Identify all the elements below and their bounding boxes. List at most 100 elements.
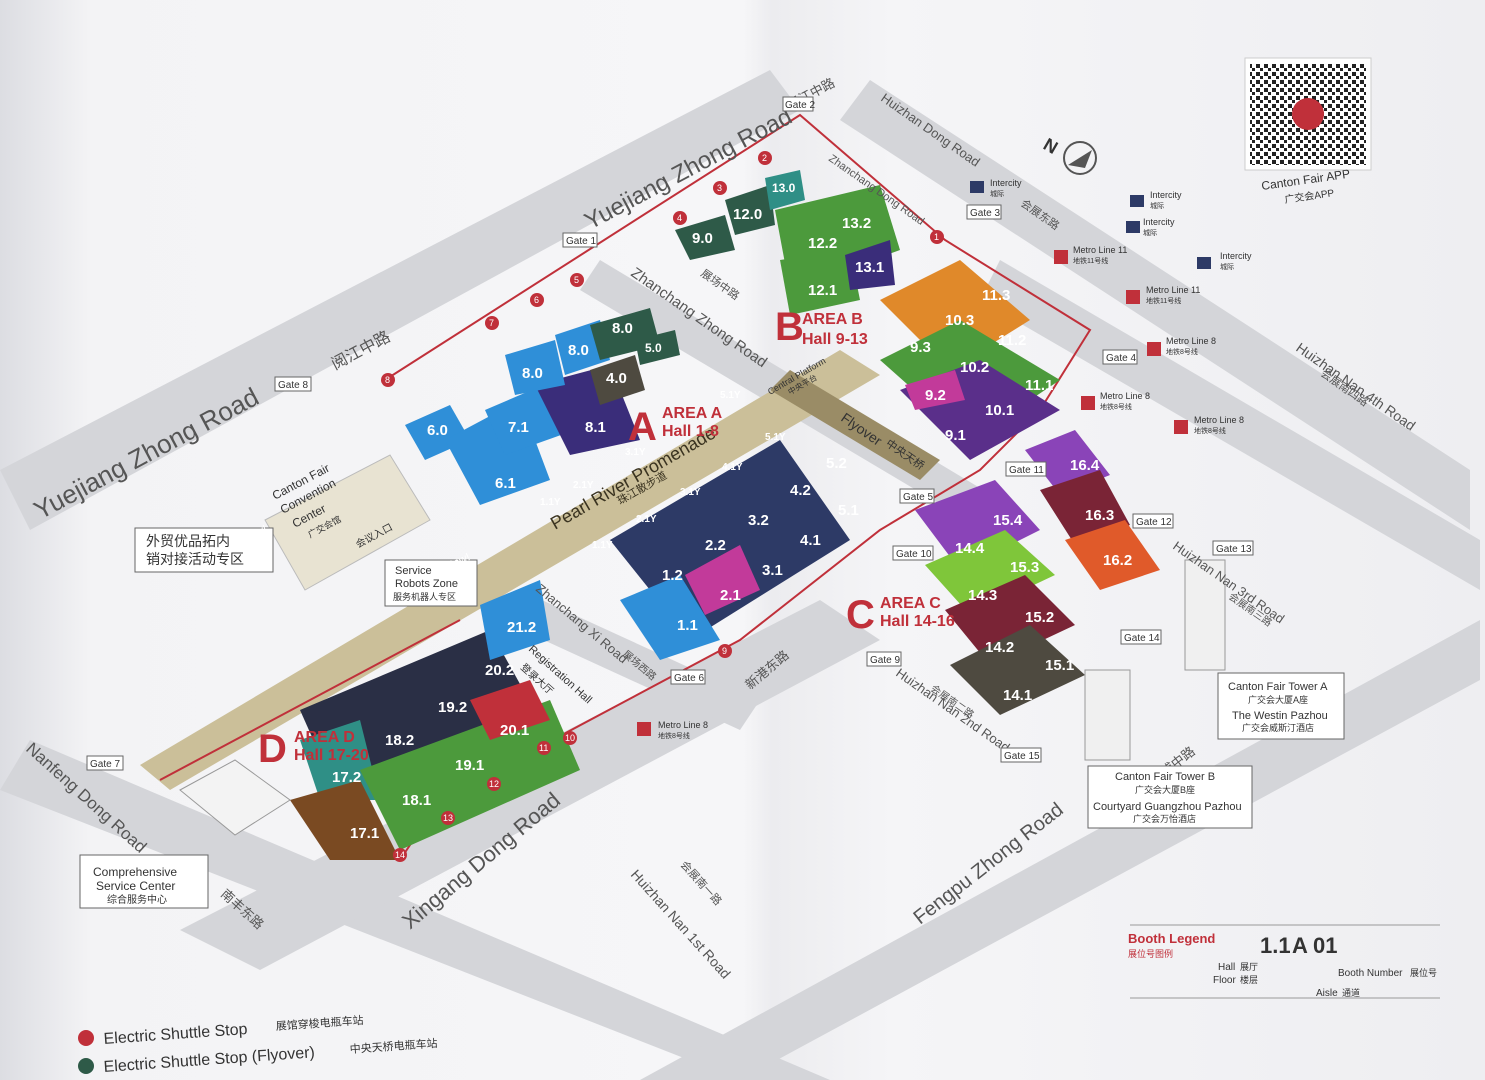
hall-label: 2.1Y: [636, 514, 657, 525]
tower-a-cn: 广交会大厦A座: [1248, 694, 1308, 705]
service-center-building: [179, 759, 291, 836]
train-icon: [1130, 195, 1144, 207]
shuttle-stop: 5: [574, 275, 579, 285]
legend-aisle: Aisle: [1316, 988, 1338, 999]
hall-16-2: [1065, 520, 1160, 590]
hall-label: 5.1Y: [765, 432, 786, 443]
hall-label: 13.0: [772, 181, 796, 195]
gate-4: Gate 4: [1106, 353, 1136, 364]
hall-label: 1.1: [677, 617, 698, 634]
hall-label: 12.1: [808, 282, 837, 299]
transit-metro11-1: Metro Line 11: [1073, 245, 1127, 255]
transit-metro8-1: Metro Line 8: [1166, 336, 1216, 346]
app-en: Canton Fair APP: [1260, 167, 1350, 193]
hall-label: 3.1Y: [680, 487, 701, 498]
transit-intercity-3: Intercity: [1143, 217, 1175, 227]
hall-label: 8.1: [585, 419, 606, 436]
area-a-name: AREA A: [662, 405, 723, 422]
qr-code: [1244, 57, 1372, 171]
booth-code-aisle: A: [1292, 933, 1308, 958]
shuttle-stop: 4: [677, 213, 682, 223]
hall-label: 6.0: [427, 422, 448, 439]
hall-label: 9.2: [925, 387, 946, 404]
hall-label: 20.1: [500, 722, 529, 739]
train-icon: [1126, 221, 1140, 233]
transit-labels: Intercity 城际 Intercity 城际 Intercity 城际 I…: [637, 178, 1252, 740]
robots-en-1: Service: [395, 565, 432, 577]
gate-10: Gate 10: [896, 549, 932, 560]
shuttle-stop: 3: [717, 183, 722, 193]
legend-floor-cn: 楼层: [1240, 974, 1258, 985]
shuttle-stop: 14: [395, 850, 405, 860]
transit-intercity-cn-3: 城际: [1143, 228, 1157, 237]
service-center-en-2: Service Center: [96, 879, 175, 893]
hall-label: 10.1: [985, 402, 1014, 419]
hall-label: 15.3: [1010, 559, 1039, 576]
hall-label: 16.4: [1070, 457, 1100, 474]
transit-metro8-2: Metro Line 8: [1100, 391, 1150, 401]
hall-label: 15.2: [1025, 609, 1054, 626]
area-d-halls: [290, 580, 580, 860]
transit-metro8-cn-1: 地铁8号线: [1166, 347, 1198, 356]
hall-label: 8.0: [612, 320, 633, 337]
transit-intercity-4: Intercity: [1220, 251, 1252, 261]
road-label-huizhan-nan1-cn: 会展南一路: [678, 858, 724, 908]
shuttle-stop: 12: [489, 779, 499, 789]
gate-9: Gate 9: [870, 655, 900, 666]
hall-label: 5.1Y: [720, 390, 741, 401]
road-label-zhanchang-zhong-cn: 展场中路: [698, 266, 742, 303]
area-b-name: AREA B: [802, 311, 863, 328]
transit-intercity-cn-1: 城际: [990, 189, 1004, 198]
hall-18-20-lower: [360, 700, 580, 850]
gate-13: Gate 13: [1216, 544, 1252, 555]
hall-label: 10.3: [945, 312, 974, 329]
transit-metro11-cn-2: 地铁11号线: [1146, 296, 1181, 305]
hall-17-1: [290, 780, 400, 860]
promo-line-2: 销对接活动专区: [146, 551, 244, 567]
gate-6: Gate 6: [674, 673, 704, 684]
robots-cn: 服务机器人专区: [393, 591, 456, 602]
tower-a-en: Canton Fair Tower A: [1228, 681, 1328, 693]
train-icon: [1197, 257, 1211, 269]
hall-14-15-4: [915, 480, 1040, 570]
road-yuejiang: [0, 70, 800, 530]
hall-label: 11.3: [982, 287, 1010, 304]
gate-7: Gate 7: [90, 759, 120, 770]
robots-en-2: Robots Zone: [395, 578, 458, 590]
gate-1: Gate 1: [566, 236, 596, 247]
area-c-name: AREA C: [880, 595, 941, 612]
metro-icon: [1081, 396, 1095, 410]
transit-metro11-cn-1: 地铁11号线: [1073, 256, 1108, 265]
gate-8: Gate 8: [278, 380, 308, 391]
hall-label: 10.2: [960, 359, 989, 376]
hall-label: 4.0: [606, 370, 627, 387]
road-nanfeng: [0, 740, 830, 1080]
hall-1-1: [620, 575, 720, 660]
area-c-halls: [915, 430, 1160, 715]
legend-booth-number-cn: 展位号: [1410, 967, 1437, 978]
gate-15: Gate 15: [1004, 751, 1040, 762]
hall-label: 4.1Y: [722, 462, 743, 473]
hall-4-0: [590, 355, 645, 405]
road-zhanchang-xi: [500, 590, 760, 730]
shuttle-stop: 6: [534, 295, 539, 305]
hall-label: 19.1: [455, 757, 484, 774]
transit-metro8-4: Metro Line 8: [658, 720, 708, 730]
hall-5-0: [635, 330, 680, 365]
area-b-halls: [675, 170, 1060, 460]
hall-label: 13.2: [842, 215, 871, 232]
hall-label: 12.0: [733, 206, 762, 223]
gate-labels: Gate 1 Gate 2 Gate 3 Gate 4 Gate 5 Gate …: [86, 96, 1254, 771]
metro-icon: [637, 722, 651, 736]
north-arrow-icon: [1063, 141, 1097, 175]
hall-label: 8.0: [568, 342, 589, 359]
shuttle-stop: 9: [722, 646, 727, 656]
train-icon: [970, 181, 984, 193]
gate-3: Gate 3: [970, 208, 1000, 219]
hall-label: 14.2: [985, 639, 1014, 656]
shuttle-red-cn: 展馆穿梭电瓶车站: [275, 1013, 364, 1033]
gate-12: Gate 12: [1136, 517, 1172, 528]
courtyard-en: Courtyard Guangzhou Pazhou: [1093, 801, 1242, 813]
shuttle-green-label: Electric Shuttle Stop (Flyover): [103, 1044, 315, 1076]
